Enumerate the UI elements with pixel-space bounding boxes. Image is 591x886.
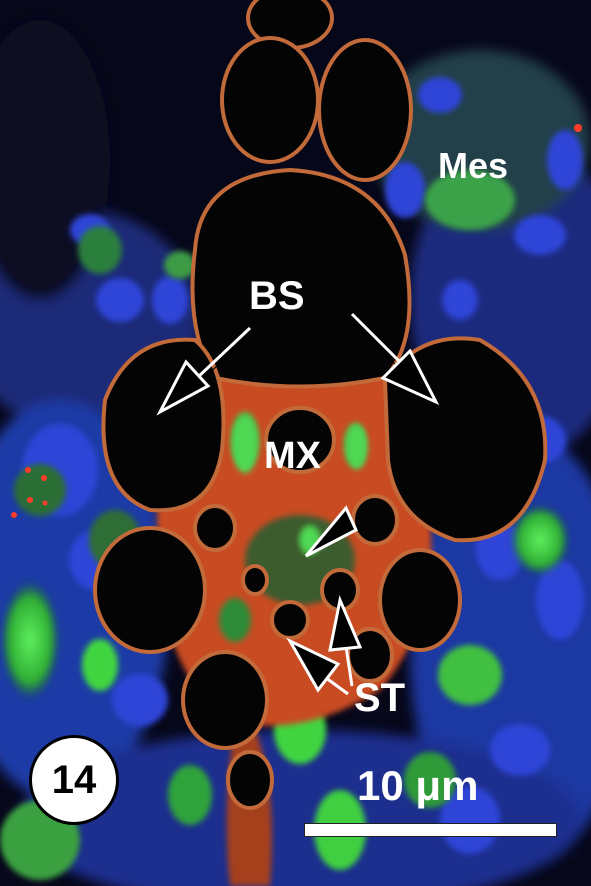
- st-arrow-left: [286, 637, 349, 696]
- mesophyll-label: Mes: [438, 145, 509, 186]
- sieve-tube-label: ST: [354, 676, 406, 720]
- metaxylem-label: MX: [264, 435, 321, 477]
- scale-bar-label: 10 μm: [357, 762, 479, 809]
- panel-number-badge: 14: [29, 735, 119, 825]
- scale-bar: [304, 823, 557, 837]
- bundle-sheath-label: BS: [249, 274, 305, 318]
- red-fluorescent-spots: [11, 124, 582, 518]
- panel-number: 14: [51, 757, 97, 802]
- metaxylem-glow: [233, 417, 367, 473]
- annotation-arrows: [156, 312, 440, 696]
- mx-arrow: [304, 505, 358, 558]
- bs-arrow-right: [348, 312, 440, 406]
- st-arrow-up: [328, 594, 363, 687]
- chloroplasts: [0, 170, 570, 880]
- bs-arrow-left: [156, 326, 254, 416]
